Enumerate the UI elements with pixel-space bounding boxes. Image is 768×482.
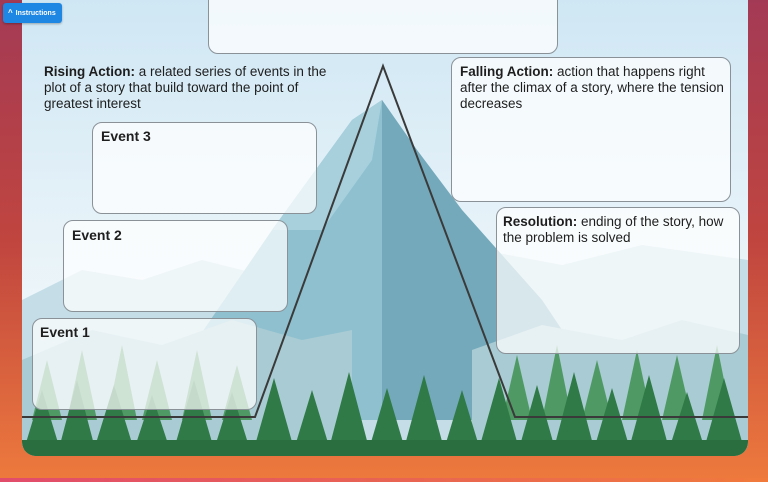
rising-action-term: Rising Action: xyxy=(44,64,135,79)
instructions-button[interactable]: ^ Instructions xyxy=(3,3,62,23)
event-2-title: Event 2 xyxy=(72,227,122,243)
event-1-title: Event 1 xyxy=(40,324,90,340)
bottom-strip xyxy=(0,478,768,482)
resolution-term: Resolution: xyxy=(503,214,578,229)
falling-action-label: Falling Action: action that happens righ… xyxy=(460,64,725,112)
event-3-title: Event 3 xyxy=(101,128,151,144)
falling-action-term: Falling Action: xyxy=(460,64,554,79)
rising-action-label: Rising Action: a related series of event… xyxy=(44,64,334,112)
resolution-label: Resolution: ending of the story, how the… xyxy=(503,214,735,246)
chevron-up-icon: ^ xyxy=(8,8,13,17)
instructions-label: Instructions xyxy=(15,9,56,17)
climax-box[interactable] xyxy=(208,0,558,54)
